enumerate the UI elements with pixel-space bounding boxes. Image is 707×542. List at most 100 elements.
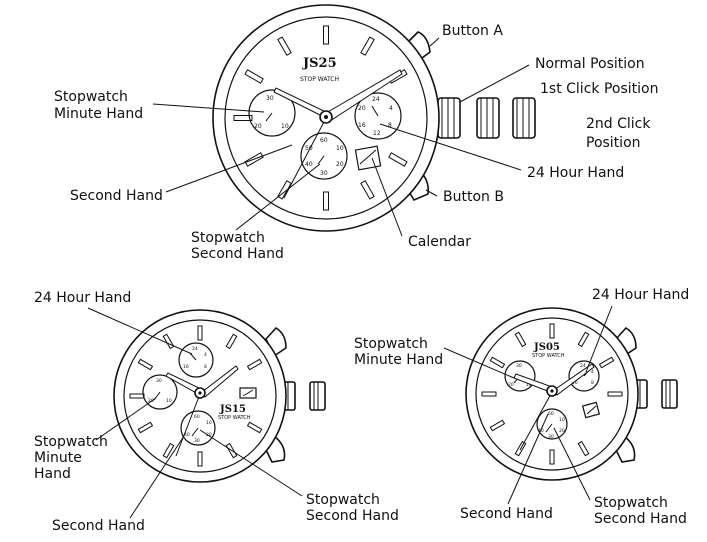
seconds-hand-js15 xyxy=(175,393,201,457)
svg-text:60: 60 xyxy=(548,411,554,417)
svg-text:60: 60 xyxy=(194,414,200,420)
svg-text:40: 40 xyxy=(184,432,190,438)
svg-text:50: 50 xyxy=(305,145,313,152)
hour-index xyxy=(137,358,154,371)
svg-text:8: 8 xyxy=(204,364,207,370)
watch-js05: JS05 STOP WATCH 30 10 20 24 4 8 16 60 10… xyxy=(465,307,678,481)
hour-index xyxy=(246,358,263,371)
callouts-js25: Button A Normal Position 1st Click Posit… xyxy=(54,23,658,262)
label-js15-swsec-1: Stopwatch xyxy=(306,492,380,508)
label-js15-swmin-2: Minute xyxy=(34,450,82,466)
hour-index xyxy=(481,391,497,397)
calendar-window-js25 xyxy=(354,145,382,171)
svg-text:10: 10 xyxy=(526,382,532,388)
brand-js05: JS05 xyxy=(533,342,560,353)
label-button-a: Button A xyxy=(442,23,503,39)
hour-index xyxy=(577,440,590,457)
brand-js15: JS15 xyxy=(219,404,246,415)
callouts-js15: 24 Hour Hand Stopwatch Minute Hand Secon… xyxy=(34,290,399,534)
hour-index xyxy=(489,419,506,432)
hour-index xyxy=(514,331,527,348)
hour-indices-js05 xyxy=(481,323,623,465)
label-js05-second: Second Hand xyxy=(460,506,553,522)
subdial-second-js15: 60 10 20 30 40 xyxy=(180,410,216,446)
subdial-24hour-js25: 24 4 8 12 16 20 xyxy=(354,92,402,140)
svg-text:10: 10 xyxy=(281,123,289,130)
svg-text:30: 30 xyxy=(266,95,274,102)
label-js15-swsec-2: Second Hand xyxy=(306,508,399,524)
hour-index xyxy=(598,356,615,369)
calendar-window-js05 xyxy=(581,401,601,419)
subdial-24hour-js15: 24 4 8 16 xyxy=(178,342,214,378)
subtitle-js25: STOP WATCH xyxy=(300,76,339,83)
svg-text:16: 16 xyxy=(183,364,189,370)
hour-indices-js15 xyxy=(129,325,263,467)
svg-text:10: 10 xyxy=(206,420,212,426)
crown-pulled-js15 xyxy=(309,381,326,411)
hour-index xyxy=(225,333,238,350)
hour-index xyxy=(577,331,590,348)
label-js15-swmin-3: Hand xyxy=(34,466,71,482)
hour-index xyxy=(277,36,292,56)
svg-text:16: 16 xyxy=(572,380,578,386)
svg-text:60: 60 xyxy=(320,137,328,144)
callouts-js05: 24 Hour Hand Stopwatch Minute Hand Secon… xyxy=(354,287,689,527)
bezel-js25 xyxy=(224,16,428,220)
hour-index xyxy=(323,191,329,211)
hour-index xyxy=(129,393,145,399)
svg-text:20: 20 xyxy=(254,123,262,130)
svg-text:16: 16 xyxy=(358,122,366,129)
svg-text:10: 10 xyxy=(559,417,565,423)
svg-text:20: 20 xyxy=(508,382,514,388)
hour-index xyxy=(233,115,253,121)
bezel-js15 xyxy=(123,319,277,473)
crown-pulled-js05 xyxy=(661,379,678,409)
watch-js25: JS25 STOP WATCH 30 10 20 24 4 8 12 16 20… xyxy=(212,4,536,232)
hour-index xyxy=(246,421,263,434)
svg-text:24: 24 xyxy=(192,346,198,352)
svg-text:30: 30 xyxy=(320,170,328,177)
label-second-hand: Second Hand xyxy=(70,188,163,204)
calendar-window-js15 xyxy=(239,387,257,399)
bezel-js05 xyxy=(475,317,629,471)
svg-text:30: 30 xyxy=(516,363,522,369)
svg-text:40: 40 xyxy=(305,161,313,168)
crown-second-click xyxy=(512,97,536,139)
label-js15-swmin-1: Stopwatch xyxy=(34,434,108,450)
hour-index xyxy=(162,442,175,459)
label-js05-swmin-2: Minute Hand xyxy=(354,352,443,368)
label-calendar: Calendar xyxy=(408,234,471,250)
label-js15-24hour: 24 Hour Hand xyxy=(34,290,131,306)
label-js05-24hour: 24 Hour Hand xyxy=(592,287,689,303)
label-sw-minute-1: Stopwatch xyxy=(54,89,128,105)
watch-js15: 24 4 8 16 30 10 20 60 10 20 30 40 JS15 S… xyxy=(113,309,326,483)
svg-text:20: 20 xyxy=(206,432,212,438)
hour-index xyxy=(244,69,264,84)
svg-text:20: 20 xyxy=(358,105,366,112)
hour-index xyxy=(323,25,329,45)
label-js05-swsec-2: Second Hand xyxy=(594,511,687,527)
hour-index xyxy=(607,391,623,397)
svg-text:24: 24 xyxy=(580,363,586,369)
svg-text:20: 20 xyxy=(559,428,565,434)
svg-text:30: 30 xyxy=(548,434,554,440)
svg-text:30: 30 xyxy=(156,378,162,384)
svg-text:10: 10 xyxy=(166,398,172,404)
hour-index xyxy=(360,36,375,56)
svg-text:12: 12 xyxy=(373,130,381,137)
label-js05-swsec-1: Stopwatch xyxy=(594,495,668,511)
hour-index xyxy=(137,421,154,434)
label-sw-second-2: Second Hand xyxy=(191,246,284,262)
label-js05-swmin-1: Stopwatch xyxy=(354,336,428,352)
seconds-hand-js25 xyxy=(283,117,327,199)
brand-js25: JS25 xyxy=(302,56,337,71)
hour-index xyxy=(549,449,555,465)
label-24hour-hand: 24 Hour Hand xyxy=(527,165,624,181)
label-js15-second: Second Hand xyxy=(52,518,145,534)
label-sw-minute-2: Minute Hand xyxy=(54,106,143,122)
label-second-click-1: 2nd Click xyxy=(586,116,651,132)
crown-normal xyxy=(437,97,461,139)
hour-index xyxy=(549,323,555,339)
hour-index xyxy=(197,325,203,341)
